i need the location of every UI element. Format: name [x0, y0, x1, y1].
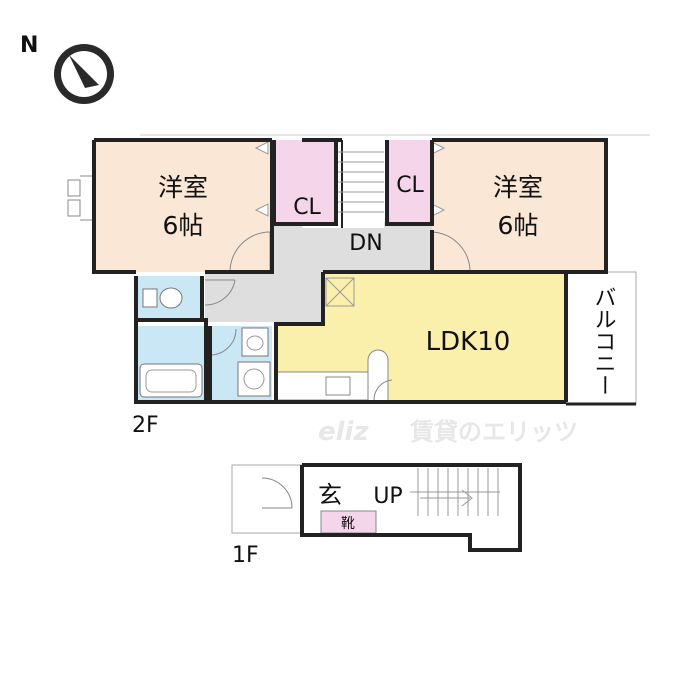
stairs-up-label: UP	[373, 484, 402, 509]
floor-label-2f: 2F	[132, 413, 159, 438]
closet-left	[274, 140, 336, 224]
refrigerator-space	[325, 277, 355, 307]
stairs-down-label: DN	[349, 231, 382, 256]
western-room-right-name: 洋室	[493, 173, 543, 202]
north-arrow-icon	[69, 55, 99, 88]
watermark-logo-icon: eliz	[318, 417, 369, 447]
first-floor	[231, 463, 522, 552]
entrance-label: 玄	[318, 481, 342, 509]
western-room-left-name: 洋室	[158, 173, 208, 202]
porch	[231, 464, 303, 534]
western-room-left-size: 6帖	[163, 211, 204, 240]
bathtub-icon	[139, 363, 203, 398]
ldk-label: LDK10	[426, 327, 511, 357]
kitchen-sink-icon	[325, 376, 351, 396]
shoe-box-label: 靴	[341, 516, 355, 532]
western-room-right-size: 6帖	[498, 211, 539, 240]
watermark: eliz 賃貸のエリッツ	[318, 417, 578, 447]
kitchen-counter	[275, 371, 369, 401]
western-room-right	[432, 140, 606, 272]
closet-right-label: CL	[396, 173, 424, 198]
stairs-1f	[410, 468, 520, 516]
sink-icon	[241, 327, 269, 357]
walls-1f	[300, 463, 522, 552]
balcony	[565, 271, 637, 405]
watermark-text: 賃貸のエリッツ	[409, 418, 578, 446]
western-room-left	[94, 140, 272, 272]
walls-2f	[92, 138, 608, 404]
compass: N	[20, 33, 114, 104]
hall	[270, 222, 432, 274]
floor-label-1f: 1F	[232, 543, 259, 568]
closet-right	[387, 140, 432, 224]
balcony-label: バルコニー	[591, 286, 616, 396]
closet-left-label: CL	[293, 195, 321, 220]
north-label: N	[20, 33, 38, 58]
second-floor	[67, 134, 650, 406]
toilet-icon	[159, 287, 183, 309]
washing-machine-icon	[237, 361, 271, 397]
